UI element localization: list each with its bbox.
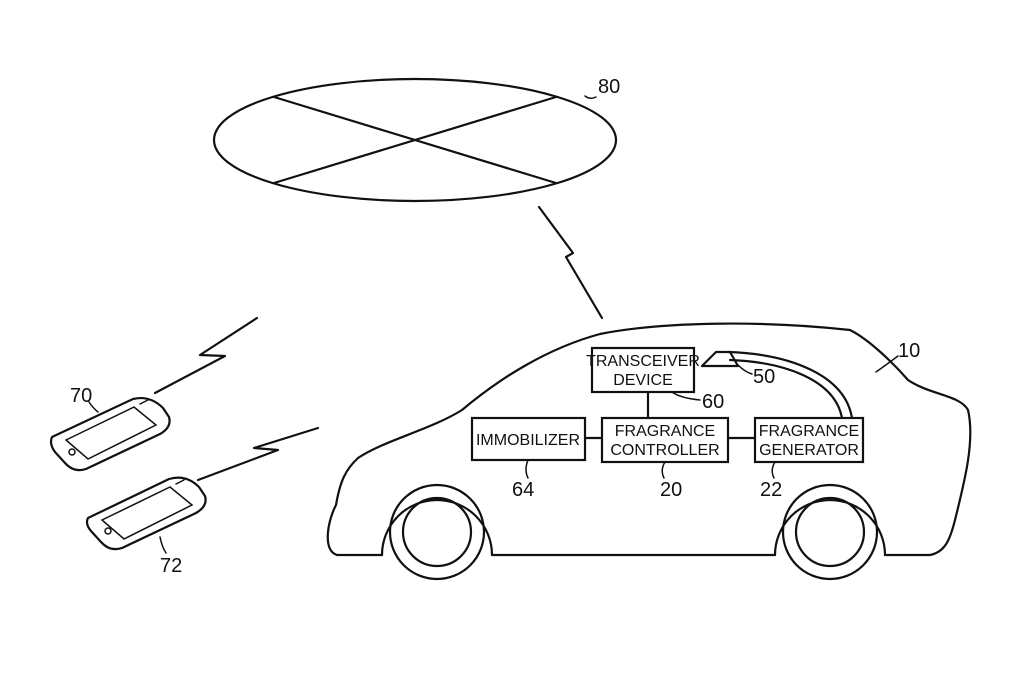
vehicle-body: [326, 322, 972, 581]
server-ellipse: [212, 77, 618, 203]
ref-50: 50: [753, 366, 775, 388]
ref-72: 72: [160, 555, 182, 577]
transceiver-label-1: TRANSCEIVER: [586, 353, 700, 370]
ref-22: 22: [760, 479, 782, 501]
immobilizer-label: IMMOBILIZER: [476, 432, 580, 449]
transceiver-label-2: DEVICE: [613, 372, 673, 389]
generator-label-2: GENERATOR: [759, 442, 859, 459]
ref-20: 20: [660, 479, 682, 501]
leader-64: [525, 459, 529, 479]
leader-10: [875, 355, 899, 373]
ref-60: 60: [702, 391, 724, 413]
smartphone-70: [49, 396, 171, 472]
controller-label-1: FRAGRANCE: [615, 423, 715, 440]
ref-70: 70: [70, 385, 92, 407]
leader-20: [661, 461, 666, 479]
leader-72: [159, 536, 167, 554]
smartphone-72: [85, 476, 207, 551]
ref-80: 80: [598, 76, 620, 98]
leader-60: [671, 391, 701, 401]
leader-50: [737, 364, 753, 375]
lightning-phone-70: [153, 316, 259, 395]
fragrance-generator-box: FRAGRANCE GENERATOR: [753, 416, 865, 464]
lightning-server-car: [537, 205, 604, 320]
ref-10: 10: [898, 340, 920, 362]
controller-label-2: CONTROLLER: [610, 442, 719, 459]
fragrance-outlet: [700, 350, 854, 420]
generator-label-1: FRAGRANCE: [759, 423, 859, 440]
lightning-phone-72: [196, 426, 320, 482]
fragrance-controller-box: FRAGRANCE CONTROLLER: [600, 416, 730, 464]
transceiver-device-box: TRANSCEIVER DEVICE: [586, 346, 700, 394]
leader-22: [771, 461, 776, 479]
leader-70: [88, 401, 99, 413]
leader-80: [584, 95, 597, 100]
immobilizer-box: IMMOBILIZER: [470, 416, 587, 462]
ref-64: 64: [512, 479, 534, 501]
